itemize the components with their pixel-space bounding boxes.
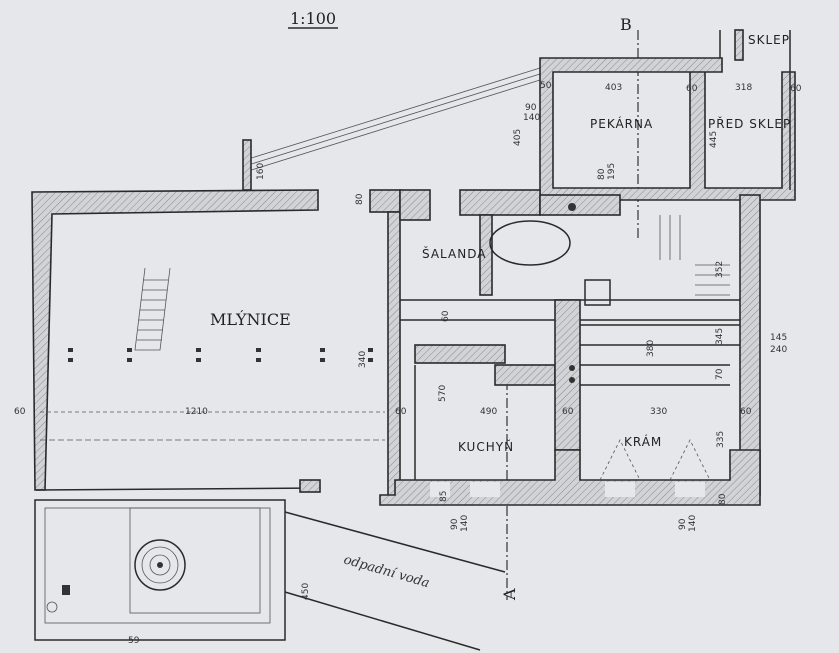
svg-text:330: 330 (650, 407, 667, 417)
middle-walls (399, 189, 761, 496)
svg-text:195: 195 (607, 163, 617, 180)
svg-text:90: 90 (525, 103, 537, 113)
svg-text:90: 90 (678, 518, 688, 530)
oven (489, 220, 571, 266)
svg-text:405: 405 (513, 129, 523, 146)
section-mark-b: B (620, 15, 632, 34)
svg-text:80: 80 (597, 168, 607, 180)
room-label-kuchyn: KUCHYŇ (458, 439, 514, 454)
stairs (134, 215, 730, 351)
room-label-pred-sklep: PŘED SKLEP (708, 116, 791, 131)
svg-text:345: 345 (715, 328, 725, 345)
waste-water-channel (284, 511, 506, 651)
svg-text:59: 59 (128, 636, 140, 646)
svg-text:1:100: 1:100 (290, 9, 336, 28)
svg-text:160: 160 (256, 163, 266, 180)
svg-text:60: 60 (441, 310, 451, 322)
svg-text:335: 335 (716, 431, 726, 448)
svg-text:140: 140 (523, 113, 540, 123)
svg-text:318: 318 (735, 83, 752, 93)
pekarna-walls (539, 29, 796, 201)
front-wall (379, 439, 761, 506)
dimensions: 403 318 60 60 50 90 140 405 445 80 195 3… (14, 81, 802, 646)
svg-text:60: 60 (395, 407, 407, 417)
svg-text:445: 445 (709, 131, 719, 148)
svg-text:140: 140 (460, 515, 470, 532)
svg-text:60: 60 (562, 407, 574, 417)
mlynice-walls (31, 189, 401, 498)
svg-text:70: 70 (715, 368, 725, 380)
svg-text:80: 80 (355, 193, 365, 205)
svg-text:340: 340 (358, 351, 368, 368)
svg-text:60: 60 (686, 84, 698, 94)
room-label-kram: KRÁM (624, 434, 662, 449)
columns (68, 348, 373, 362)
svg-text:352: 352 (715, 261, 725, 278)
svg-text:85: 85 (439, 491, 449, 502)
room-label-sklep: SKLEP (748, 33, 790, 47)
svg-text:145: 145 (770, 333, 787, 343)
svg-text:1210: 1210 (185, 407, 208, 417)
room-label-mlynice: MLÝNICE (210, 309, 291, 329)
svg-text:240: 240 (770, 345, 787, 355)
svg-text:140: 140 (688, 515, 698, 532)
svg-text:403: 403 (605, 83, 622, 93)
scale-label: 1:100 (288, 9, 338, 29)
svg-text:90: 90 (450, 518, 460, 530)
svg-text:450: 450 (301, 583, 311, 600)
svg-text:50: 50 (540, 81, 552, 91)
room-label-salanda: ŠALANDA (422, 246, 486, 261)
svg-text:80: 80 (718, 493, 728, 505)
ramp (242, 67, 541, 191)
annex (34, 499, 286, 641)
label-odpadni-voda: odpadní voda (342, 552, 431, 591)
svg-text:570: 570 (438, 385, 448, 402)
svg-text:60: 60 (790, 84, 802, 94)
section-mark-a: A (500, 588, 519, 601)
svg-text:60: 60 (14, 407, 26, 417)
svg-text:380: 380 (646, 340, 656, 357)
svg-text:490: 490 (480, 407, 497, 417)
room-label-pekarna: PEKÁRNA (590, 116, 653, 131)
svg-text:60: 60 (740, 407, 752, 417)
